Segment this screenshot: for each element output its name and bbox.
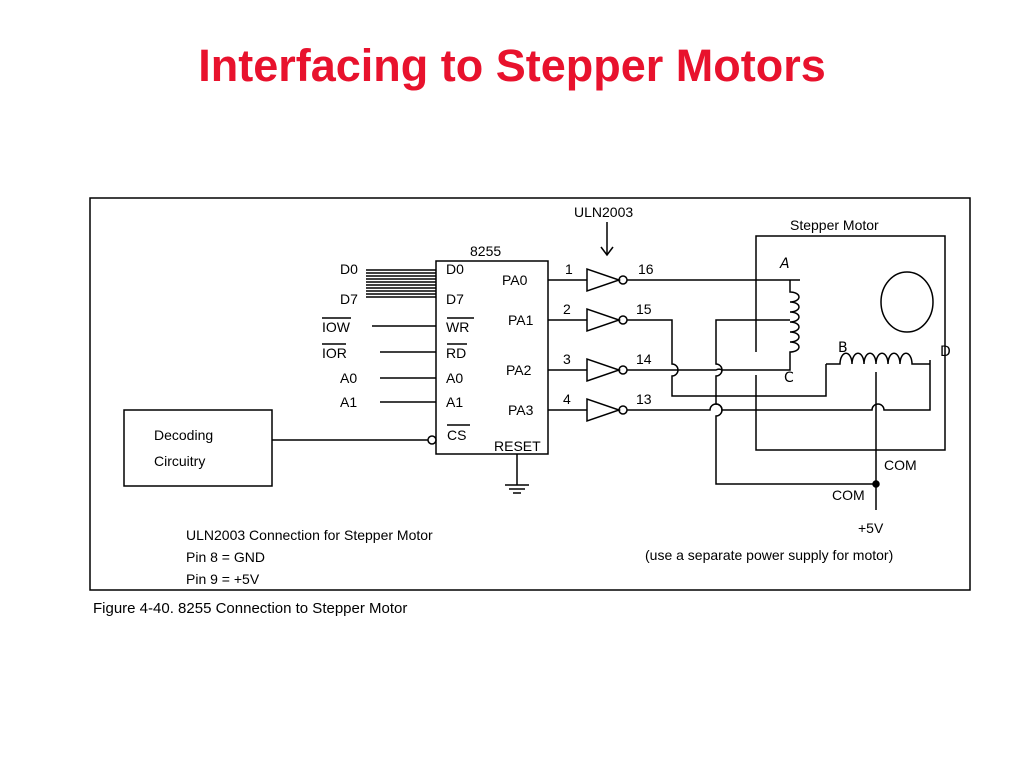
coil-vertical — [789, 280, 800, 360]
bus-signal-d0: D0 — [340, 261, 358, 277]
vcc-label: +5V — [858, 520, 884, 536]
com-loop-wire — [715, 319, 790, 340]
uln-out-16: 16 — [638, 261, 654, 277]
pin-pa3: PA3 — [508, 402, 534, 418]
bus-signal-ior: IOR — [322, 345, 347, 361]
uln2003-arrow — [600, 222, 614, 257]
inverter-2 — [586, 307, 628, 333]
coil-label-a: A — [779, 256, 790, 272]
figure-frame — [89, 197, 971, 591]
pin-cs: CS — [447, 427, 466, 443]
coil-horizontal — [826, 352, 930, 365]
uln-out-15: 15 — [636, 301, 652, 317]
bus-signal-iow: IOW — [322, 319, 351, 335]
data-bus-lines — [366, 269, 436, 298]
uln-in-3: 3 — [563, 351, 571, 367]
uln2003-label: ULN2003 — [574, 204, 633, 220]
com-label-supply: COM — [832, 487, 865, 503]
uln-in-4: 4 — [563, 391, 571, 407]
decoder-line-1: Decoding — [154, 427, 213, 443]
pin-d7: D7 — [446, 291, 464, 307]
pin-pa0: PA0 — [502, 272, 528, 288]
motor-enclosure — [755, 235, 946, 451]
pin-pa2: PA2 — [506, 362, 532, 378]
pin-pa1: PA1 — [508, 312, 534, 328]
uln-in-2: 2 — [563, 301, 571, 317]
uln-out-14: 14 — [636, 351, 652, 367]
slide-title: Interfacing to Stepper Motors — [198, 40, 826, 91]
pin-wr: WR — [446, 319, 469, 335]
pin-reset: RESET — [494, 438, 541, 454]
bus-signal-a1: A1 — [340, 394, 357, 410]
ground-symbol — [505, 454, 529, 494]
com-junction — [872, 480, 880, 488]
pin-rd: RD — [446, 345, 466, 361]
inverter-3 — [586, 357, 628, 383]
chip-8255-body — [435, 260, 549, 455]
chip-8255-label: 8255 — [470, 243, 501, 259]
uln-out-13: 13 — [636, 391, 652, 407]
decoding-circuitry-box — [123, 409, 273, 487]
out14-wire — [627, 360, 791, 371]
bus-signal-a0: A0 — [340, 370, 357, 386]
uln-in-1: 1 — [565, 261, 573, 277]
com-label-motor: COM — [884, 457, 917, 473]
note-line-2: Pin 8 = GND — [186, 549, 265, 565]
bus-signal-d7: D7 — [340, 291, 358, 307]
decoder-line-2: Circuitry — [154, 453, 205, 469]
pin-a1: A1 — [446, 394, 463, 410]
out15-wire — [627, 319, 827, 397]
figure-caption: Figure 4-40. 8255 Connection to Stepper … — [93, 600, 408, 617]
pin-a0: A0 — [446, 370, 463, 386]
inverter-1 — [586, 267, 628, 293]
coil-label-b: B — [838, 340, 848, 356]
out13-wire — [627, 360, 931, 411]
supply-note: (use a separate power supply for motor) — [645, 547, 893, 563]
motor-title: Stepper Motor — [790, 217, 879, 233]
coil-label-d: D — [940, 344, 951, 360]
coil-label-c: C — [784, 370, 794, 386]
note-line-3: Pin 9 = +5V — [186, 571, 260, 587]
inverter-4 — [586, 397, 628, 423]
pin-d0: D0 — [446, 261, 464, 277]
motor-rotor — [880, 271, 934, 333]
cs-bubble — [427, 435, 437, 445]
note-line-1: ULN2003 Connection for Stepper Motor — [186, 527, 433, 543]
